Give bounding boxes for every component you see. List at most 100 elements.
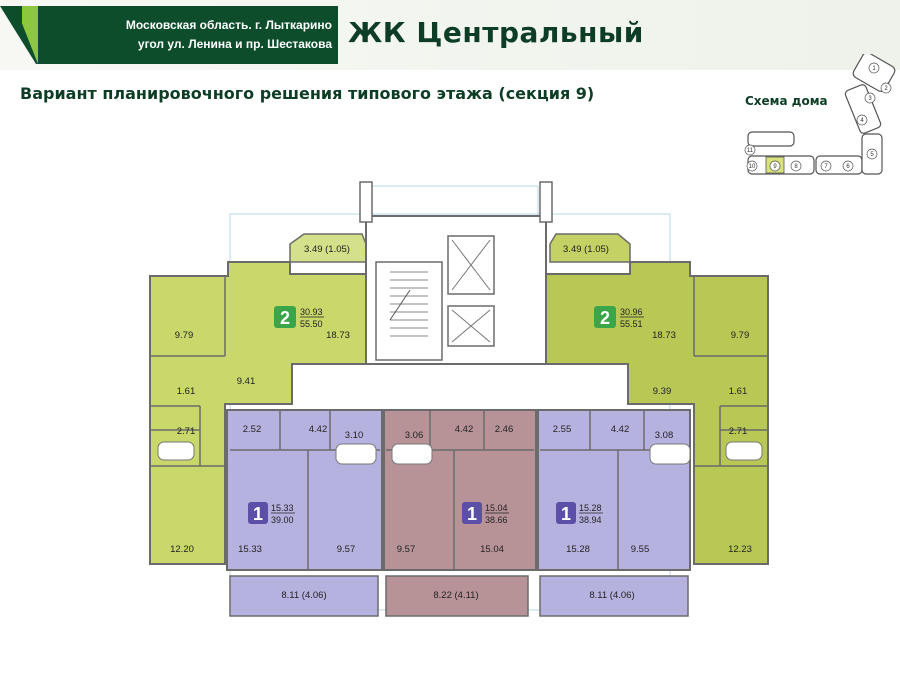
page-title: ЖК Центральный bbox=[348, 16, 644, 49]
badge-living: 15.28 bbox=[579, 503, 602, 513]
scheme-section-6: 6 bbox=[842, 160, 854, 172]
area-a3-room: 15.28 bbox=[566, 544, 590, 555]
area-a2-room: 15.04 bbox=[480, 544, 504, 555]
area-loggia-left: 8.11 (4.06) bbox=[281, 590, 326, 601]
area-l-room: 18.73 bbox=[326, 330, 350, 341]
scheme-section-11: 11 bbox=[744, 144, 756, 156]
address-line-1: Московская область. г. Лыткарино bbox=[125, 18, 332, 32]
scheme-section-2: 2 bbox=[880, 82, 892, 94]
badge-total: 38.94 bbox=[579, 515, 602, 525]
area-a2-corr: 4.42 bbox=[455, 424, 474, 435]
badge-rooms: 2 bbox=[280, 308, 290, 328]
apartment-1room-left bbox=[226, 409, 383, 571]
scheme-section-3: 3 bbox=[864, 92, 876, 104]
house-scheme-label: Схема дома bbox=[745, 94, 828, 108]
badge-living: 15.33 bbox=[271, 503, 294, 513]
elevator-2-cross bbox=[451, 309, 491, 343]
core-pillar-right bbox=[539, 181, 553, 223]
loggia-right bbox=[539, 575, 689, 617]
top-stair-outline bbox=[363, 185, 539, 217]
area-l-wc: 2.71 bbox=[177, 426, 196, 437]
scheme-section-8-label: 8 bbox=[794, 164, 798, 170]
area-a1-corr: 4.42 bbox=[309, 424, 328, 435]
apartment-1room-mid bbox=[383, 409, 537, 571]
badge-living: 30.93 bbox=[300, 307, 323, 317]
loggia-mid bbox=[385, 575, 529, 617]
scheme-section-7: 7 bbox=[820, 160, 832, 172]
scheme-block-ne bbox=[844, 84, 882, 134]
area-r-wc: 2.71 bbox=[729, 426, 748, 437]
area-r-bath: 1.61 bbox=[729, 386, 748, 397]
scheme-section-6-label: 6 bbox=[846, 164, 850, 170]
badge-living: 30.96 bbox=[620, 307, 643, 317]
area-a3-kitchen: 9.55 bbox=[631, 544, 650, 555]
scheme-section-3-label: 3 bbox=[868, 96, 872, 102]
apartment-badge-1room-right: 1 15.28 38.94 bbox=[556, 502, 603, 525]
area-a2-hall: 2.46 bbox=[495, 424, 514, 435]
area-a1-bath: 3.10 bbox=[345, 430, 364, 441]
badge-total: 55.51 bbox=[620, 319, 643, 329]
area-r-kitchen: 9.79 bbox=[731, 330, 750, 341]
apartment-badge-1room-left: 1 15.33 39.00 bbox=[248, 502, 295, 525]
scheme-section-2-label: 2 bbox=[884, 86, 888, 92]
header-address: Московская область. г. Лыткарино угол ул… bbox=[70, 16, 332, 54]
area-l-bath: 1.61 bbox=[177, 386, 196, 397]
scheme-section-7-label: 7 bbox=[824, 164, 828, 170]
stairwell bbox=[375, 261, 443, 361]
scheme-section-5: 5 bbox=[866, 148, 878, 160]
area-l-kitchen: 9.79 bbox=[175, 330, 194, 341]
scheme-section-4: 4 bbox=[856, 114, 868, 126]
scheme-section-10-label: 10 bbox=[749, 164, 756, 170]
area-a1-kitchen: 9.57 bbox=[337, 544, 356, 555]
scheme-section-4-label: 4 bbox=[860, 118, 864, 124]
area-a3-hall: 2.55 bbox=[553, 424, 572, 435]
scheme-section-10: 10 bbox=[746, 160, 758, 172]
balcony-top-right bbox=[549, 233, 631, 263]
area-a2-kitchen: 9.57 bbox=[397, 544, 416, 555]
scheme-section-9: 9 bbox=[769, 160, 781, 172]
scheme-section-8: 8 bbox=[790, 160, 802, 172]
badge-living: 15.04 bbox=[485, 503, 508, 513]
area-a1-room: 15.33 bbox=[238, 544, 262, 555]
area-r-hall: 9.39 bbox=[653, 386, 672, 397]
scheme-section-1-label: 1 bbox=[872, 66, 876, 72]
scheme-section-11-label: 11 bbox=[747, 148, 754, 154]
badge-total: 39.00 bbox=[271, 515, 294, 525]
area-l-room2: 12.20 bbox=[170, 544, 194, 555]
badge-rooms: 1 bbox=[253, 504, 263, 524]
interior-walls bbox=[150, 276, 768, 570]
area-a3-corr: 4.42 bbox=[611, 424, 630, 435]
scheme-block-west-top bbox=[747, 131, 795, 147]
area-a2-bath: 3.06 bbox=[405, 430, 424, 441]
area-r-room: 18.73 bbox=[652, 330, 676, 341]
area-a3-bath: 3.08 bbox=[655, 430, 674, 441]
area-balcony-top-right: 3.49 (1.05) bbox=[563, 244, 609, 255]
scheme-section-1: 1 bbox=[868, 62, 880, 74]
scheme-section-9-label: 9 bbox=[773, 164, 777, 170]
elevator-1-cross bbox=[451, 239, 491, 291]
badge-total: 38.66 bbox=[485, 515, 508, 525]
stair-steps bbox=[389, 271, 428, 337]
apartment-badge-right-2room: 2 30.96 55.51 bbox=[594, 306, 644, 329]
badge-total: 55.50 bbox=[300, 319, 323, 329]
area-loggia-right: 8.11 (4.06) bbox=[589, 590, 634, 601]
loggia-left bbox=[229, 575, 379, 617]
address-line-2: угол ул. Ленина и пр. Шестакова bbox=[137, 37, 332, 51]
core-pillar-left bbox=[359, 181, 373, 223]
badge-rooms: 1 bbox=[561, 504, 571, 524]
scheme-section-5-label: 5 bbox=[870, 152, 874, 158]
bathtubs bbox=[157, 441, 763, 465]
badge-rooms: 2 bbox=[600, 308, 610, 328]
area-loggia-mid: 8.22 (4.11) bbox=[433, 590, 478, 601]
area-a1-hall: 2.52 bbox=[243, 424, 262, 435]
area-l-hall: 9.41 bbox=[237, 376, 256, 387]
house-scheme: 11 10 9 8 7 6 5 4 3 2 1 bbox=[744, 54, 896, 175]
badge-rooms: 1 bbox=[467, 504, 477, 524]
apartment-1room-right bbox=[537, 409, 691, 571]
apartment-badge-left-2room: 2 30.93 55.50 bbox=[274, 306, 324, 329]
header-address-banner bbox=[0, 6, 338, 64]
page-subtitle: Вариант планировочного решения типового … bbox=[20, 84, 595, 103]
apartment-badge-1room-mid: 1 15.04 38.66 bbox=[462, 502, 509, 525]
area-r-room2: 12.23 bbox=[728, 544, 752, 555]
